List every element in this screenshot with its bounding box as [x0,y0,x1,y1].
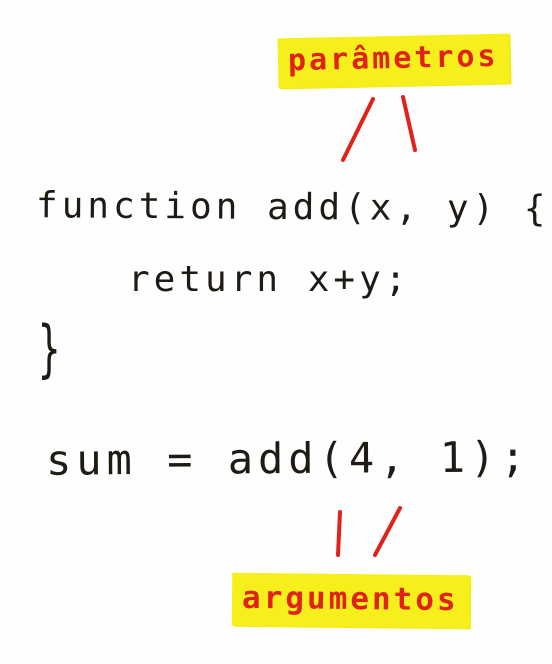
arguments-label: argumentos [231,572,469,629]
closing-brace: } [38,312,61,385]
function-declaration-line: function add(x, y) { [35,185,550,230]
arg-connector-4 [336,510,342,557]
parameters-label: parâmetros [277,33,510,89]
return-statement-line: return x+y; [128,259,411,300]
arg-connector-1 [373,506,402,557]
function-call-line: sum = add(4, 1); [45,432,531,485]
param-connector-x [341,97,375,162]
param-connector-y [401,95,417,152]
